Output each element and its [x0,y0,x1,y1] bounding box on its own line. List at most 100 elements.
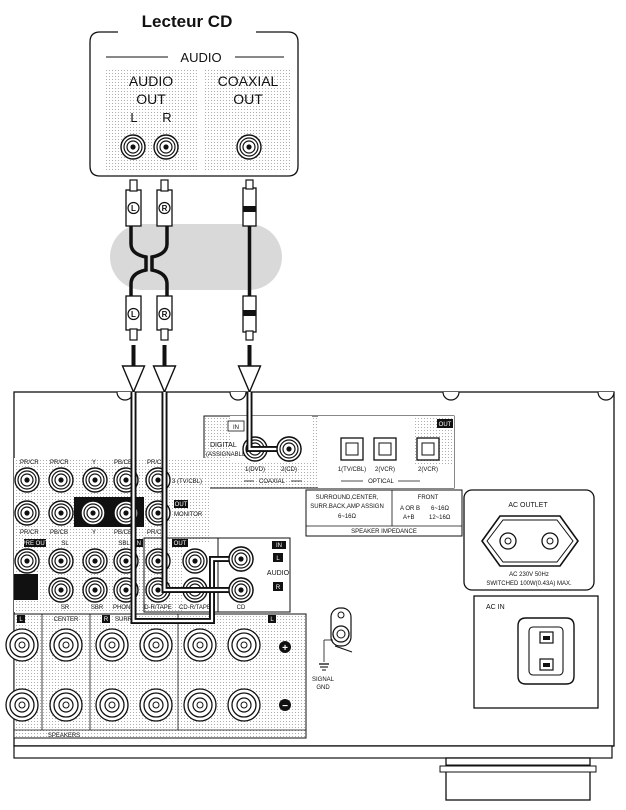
left-channel-label: L [130,110,137,125]
pre-out-jack-1 [14,548,40,574]
speaker-terminal-9 [95,688,129,722]
pr-cr-label-4: PR/CR [20,530,39,536]
video-jack-3 [82,467,108,493]
cd-input-label: CD [237,605,246,611]
minus-sign: − [282,701,288,712]
cd-audio-in-panel [217,537,291,613]
phono-label: PHONO [113,605,135,611]
arrow-right [152,365,177,393]
signal-gnd-terminal [319,607,353,671]
monitor-out-badge: OUT [175,502,188,508]
ac-outlet-socket [481,515,579,567]
surr-l-badge: L [270,617,274,623]
speaker-terminal-4 [139,628,173,662]
arrow-coaxial [237,365,262,393]
out-badge: OUT [174,541,187,547]
speaker-terminal-6 [227,628,261,662]
pr-cr-label-3: PR/CR [147,460,166,466]
coaxial-2-label: 2(CD) [281,467,297,473]
cdr-tape-label-1: D-R/TAPE [144,605,172,611]
cdr-tape-label-2: CD-R/TAPE [179,605,211,611]
digital-in-badge: IN [233,425,239,431]
ac-outlet-spec-1: AC 230V 50Hz [509,572,549,578]
impedance-front-a: A OR B [400,506,420,512]
coaxial-in-2-jack-overlay [276,436,302,462]
audio-l-badge: L [276,556,280,562]
speaker-terminal-11 [183,688,217,722]
audio-in-badge: IN [276,543,282,549]
audio-out-label-1: AUDIO [129,73,173,89]
optical-label: OPTICAL [368,479,394,485]
impedance-line-1: SURROUND,CENTER, [316,495,379,501]
audio-out-label-2: OUT [136,91,166,107]
device-title: Lecteur CD [142,12,233,31]
pb-cb-label-1: PB/CB [114,460,132,466]
pre-out-jack-6 [82,577,108,603]
impedance-line-2: SURR.BACK,AMP ASSIGN [310,504,384,510]
pb-cb-label-3: PB/CB [114,530,132,536]
plug-left-marker-lower: L [131,310,136,319]
speaker-terminal-10 [139,688,173,722]
pr-cr-label-1: PR/CR [20,460,39,466]
optical-in-1-port [340,437,364,461]
coaxial-out-label-1: COAXIAL [218,73,279,89]
cd-player: Lecteur CD AUDIO AUDIO OUT L R COAXIAL O… [89,12,299,177]
ac-outlet-label: AC OUTLET [508,502,548,509]
y-label-1: Y [92,460,96,466]
signal-gnd-label-1: SIGNAL [312,677,335,683]
optical-2-label: 2(VCR) [375,467,395,473]
digital-label-2: (ASSIGNABLE) [206,452,248,458]
coaxial-1-label: 1(DVD) [245,467,265,473]
speaker-terminal-3 [95,628,129,662]
surr-r-badge: R [104,617,109,623]
ac-in-label: AC IN [486,604,505,611]
ac-outlet-spec-2: SWITCHED 100W(0.43A) MAX. [486,581,572,587]
audio-group-label: AUDIO [180,50,221,65]
pre-out-jack-5 [48,577,74,603]
speaker-terminal-8 [49,688,83,722]
speaker-terminal-2 [49,628,83,662]
pb-cb-label-2: PB/CB [50,530,68,536]
plus-sign: + [282,643,288,654]
speakers-label: SPEAKERS [48,733,80,739]
optical-3-label: 2(VCR) [418,467,438,473]
arrow-left [121,365,146,393]
audio-out-right-jack [153,134,179,160]
audio-out-panel [105,68,197,170]
impedance-front-ab-value: 12~16Ω [429,515,451,521]
coaxial-out-jack [236,134,262,160]
coaxial-label: COAXIAL [259,479,286,485]
front-l-badge: L [19,617,23,623]
pre-out-badge: PRE OUT [22,541,49,547]
sbl-label: SBL [118,541,130,547]
ac-in-socket [517,617,575,685]
speaker-terminal-5 [183,628,217,662]
coaxial-cable [237,179,262,393]
audio-out-left-jack [120,134,146,160]
pr-cr-label-2: PR/CR [50,460,69,466]
optical-in-2-port [373,437,397,461]
monitor-label: MONITOR [174,512,203,518]
video-jack-7 [48,500,74,526]
optical-out-badge: OUT [439,422,452,428]
center-label: CENTER [54,617,79,623]
plug-left-marker: L [131,204,136,213]
optical-out-port [416,437,440,461]
pre-out-jack-3 [82,548,108,574]
receiver-rear-panel: IN DIGITAL (ASSIGNABLE) 1(DVD) 2(CD) COA… [5,391,615,801]
impedance-line-3: 6~16Ω [338,514,357,520]
pre-out-jack-2 [48,548,74,574]
coaxial-out-label-2: OUT [233,91,263,107]
in-small-badge: IN [135,541,141,547]
optical-1-label: 1(TV/CBL) [338,467,366,473]
speaker-terminal-12 [227,688,261,722]
digital-label-1: DIGITAL [210,442,237,449]
speaker-impedance-box [305,489,463,537]
right-channel-label: R [162,110,171,125]
sl-label: SL [61,541,69,547]
sbr-label: SBR [91,605,104,611]
signal-gnd-label-2: GND [316,685,330,691]
cable-routing [130,392,302,624]
pr-cr-label-5: PR/CR [147,530,166,536]
